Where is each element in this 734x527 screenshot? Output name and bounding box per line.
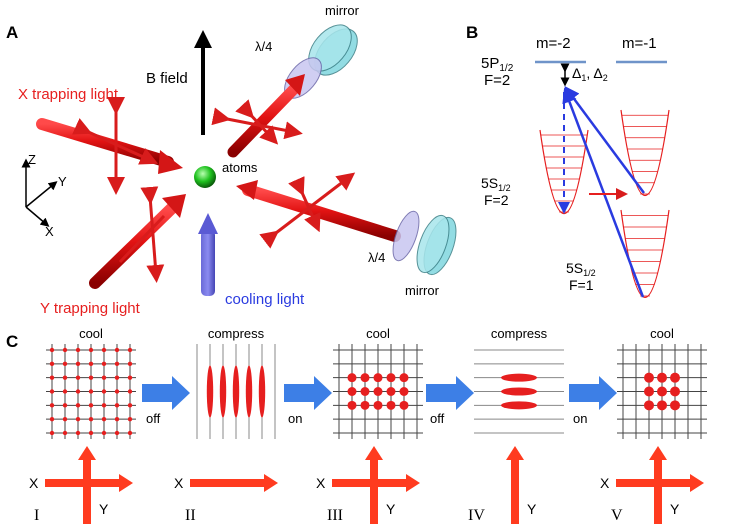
sequence-panel: coolXYIcompressXIIcoolXYIIIcompressYIVco… [29, 326, 707, 524]
state-5s-a-label: 5S1/2 [481, 175, 511, 193]
atom-spots [644, 372, 680, 411]
f2-top-label: F=2 [484, 72, 510, 89]
stage-title: cool [650, 326, 674, 341]
state-5s-b-label: 5S1/2 [566, 260, 596, 278]
trap-beams [190, 474, 278, 492]
panel-a-label: A [6, 23, 18, 42]
x-trap-label: X trapping light [18, 86, 119, 103]
beam-y-label: Y [527, 501, 537, 517]
atom-spots [49, 347, 133, 436]
cooling-label: cooling light [225, 291, 305, 308]
transition-arrow-4: on [569, 376, 617, 426]
axis-x-label: X [45, 224, 54, 239]
trap-beams [506, 446, 524, 524]
delta-label: Δ1, Δ2 [572, 65, 608, 83]
bottom-mirror-label: mirror [405, 283, 440, 298]
top-mirror [308, 24, 358, 76]
trap-beams [45, 446, 133, 524]
beam-y-label: Y [386, 501, 396, 517]
transition-label: off [146, 411, 161, 426]
atom-spots [206, 365, 266, 418]
m-right-label: m=-1 [622, 35, 657, 52]
y-trap-label: Y trapping light [40, 300, 141, 317]
y-trap-beam [89, 186, 186, 289]
transition-arrow-3: off [426, 376, 474, 426]
coordinate-axes [21, 158, 58, 227]
f1-label: F=1 [569, 277, 594, 293]
stage-roman-numeral: II [185, 507, 196, 524]
beam-x-label: X [174, 475, 184, 491]
stage-roman-numeral: III [327, 507, 343, 524]
trap-wells [539, 109, 670, 298]
stage-title: cool [366, 326, 390, 341]
atom-spots [347, 373, 409, 410]
top-lambda-label: λ/4 [255, 39, 272, 54]
atoms-label: atoms [222, 160, 258, 175]
raman-arrow-1 [564, 85, 646, 194]
top-right-beam [211, 74, 305, 158]
stage-title: compress [208, 326, 265, 341]
bottom-waveplate [392, 210, 420, 262]
b-field-label: B field [146, 70, 188, 87]
trap-beams [332, 446, 420, 524]
bottom-mirror [416, 214, 457, 276]
beam-y-label: Y [99, 501, 109, 517]
stage-title: cool [79, 326, 103, 341]
stage-title: compress [491, 326, 548, 341]
transition-label: off [430, 411, 445, 426]
m-left-label: m=-2 [536, 35, 571, 52]
transition-label: on [288, 411, 302, 426]
cooling-beam [198, 213, 218, 296]
well-f1 [620, 209, 670, 298]
transition-label: on [573, 411, 587, 426]
bottom-lambda-label: λ/4 [368, 250, 385, 265]
beam-x-label: X [600, 475, 610, 491]
well-f2-m1 [620, 109, 670, 197]
stage-roman-numeral: IV [468, 507, 485, 524]
stage-roman-numeral: V [611, 507, 623, 524]
axis-y-label: Y [58, 174, 67, 189]
well-f2-m2 [539, 129, 589, 215]
beam-y-label: Y [670, 501, 680, 517]
x-trap-beam [36, 97, 183, 195]
panel-c-label: C [6, 332, 18, 351]
atoms-sphere [194, 166, 216, 188]
trap-beams [616, 446, 704, 524]
atom-spots [501, 373, 537, 410]
bottom-right-beam [236, 172, 401, 249]
panel-b-label: B [466, 23, 478, 42]
top-mirror-label: mirror [325, 3, 360, 18]
beam-x-label: X [29, 475, 39, 491]
state-5p-label: 5P1/2 [481, 55, 514, 74]
b-field-arrow [194, 30, 212, 135]
beam-x-label: X [316, 475, 326, 491]
transition-arrow-2: on [284, 376, 332, 426]
axis-z-label: Z [28, 152, 36, 167]
transition-arrow-1: off [142, 376, 190, 426]
stage-roman-numeral: I [34, 507, 39, 524]
f2-mid-label: F=2 [484, 192, 509, 208]
